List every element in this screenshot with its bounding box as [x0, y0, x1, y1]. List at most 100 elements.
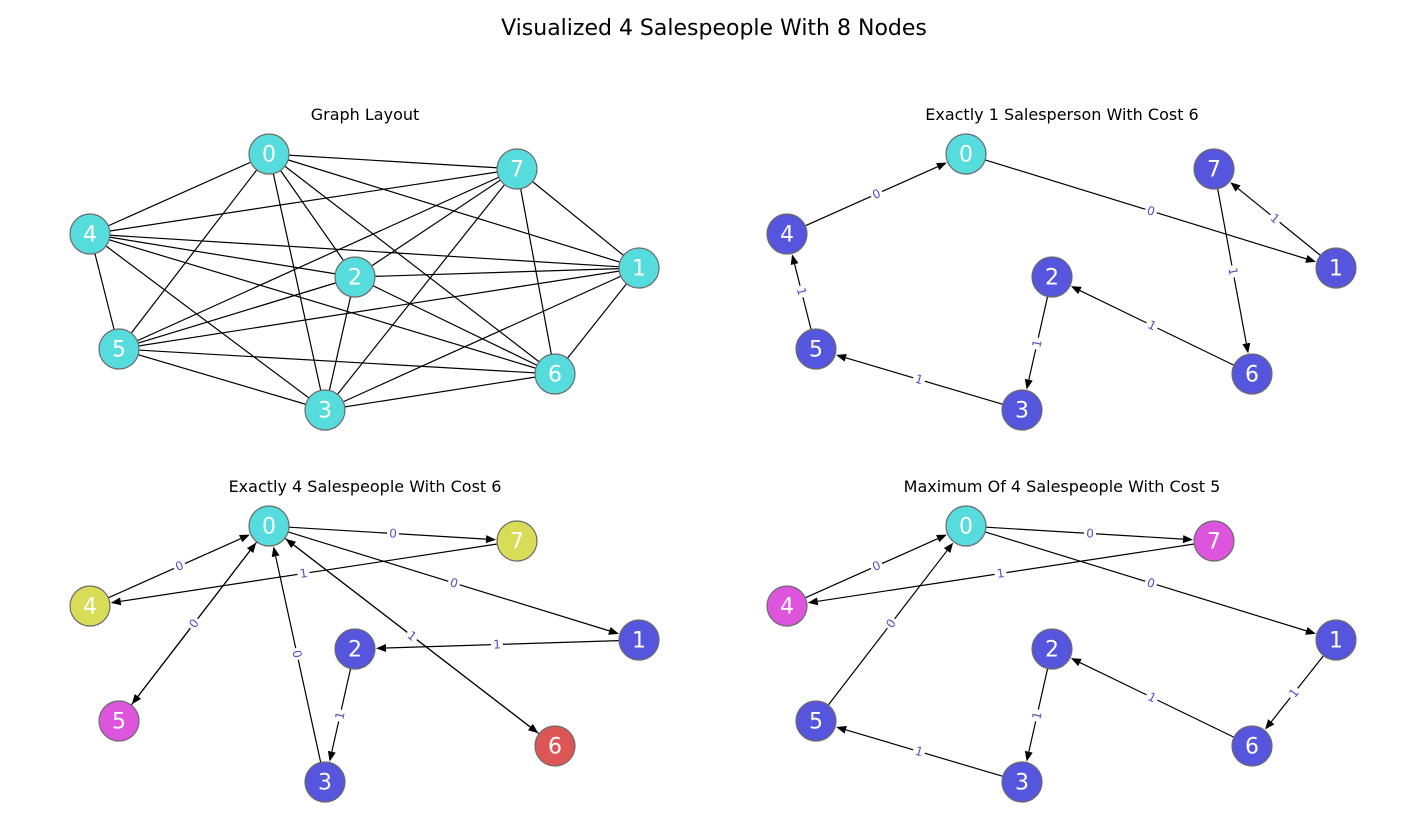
node-circle: [766, 213, 808, 255]
panel-title: Exactly 4 Salespeople With Cost 6: [229, 477, 502, 496]
node-label: 2: [1045, 638, 1059, 663]
node-label: 3: [1015, 399, 1029, 424]
edge-label-1-2: 1: [490, 636, 504, 653]
node-circle: [766, 585, 808, 627]
arrowhead-5-0: [943, 542, 954, 554]
node-0: 0: [248, 505, 290, 547]
edge-1-6: [554, 267, 640, 375]
node-6: 6: [534, 353, 576, 395]
node-label: 2: [348, 266, 362, 291]
node-label: 0: [262, 143, 276, 168]
panel-title: Exactly 1 Salesperson With Cost 6: [925, 105, 1198, 124]
edge-weight-label: 1: [913, 372, 924, 388]
node-0: 0: [945, 133, 987, 175]
edge-0-3: [268, 153, 326, 411]
node-4: 4: [766, 213, 808, 255]
node-5: 5: [98, 700, 140, 742]
edge-label-7-4: 1: [296, 564, 311, 583]
edge-weight-label: 1: [996, 566, 1006, 581]
edge-weight-label: 1: [1225, 266, 1240, 276]
edge-label-background: [1265, 208, 1285, 229]
node-7: 7: [496, 520, 538, 562]
edge-1-5: [118, 267, 640, 350]
node-label: 1: [1329, 257, 1343, 282]
node-5: 5: [795, 700, 837, 742]
node-circle: [1001, 389, 1043, 431]
edge-label-4-0: 0: [867, 184, 886, 204]
arrowhead-2-3: [1024, 378, 1033, 390]
edge-label-background: [1027, 707, 1047, 724]
edge-7-1: [516, 168, 640, 269]
edge-4-2: [89, 233, 356, 278]
node-1: 1: [1315, 247, 1357, 289]
node-label: 7: [510, 158, 524, 183]
node-label: 3: [318, 771, 332, 796]
node-circle: [618, 247, 660, 289]
node-circle: [1001, 761, 1043, 803]
edge-label-0-7: 0: [386, 525, 400, 542]
edge-label-4-0: 0: [170, 556, 189, 576]
node-1: 1: [618, 619, 660, 661]
node-label: 4: [780, 595, 794, 620]
edge-group: 0 1 1 1 1 1 1 0: [790, 159, 1321, 405]
edge-label-5-4: 1: [792, 283, 811, 300]
edge-2-1: [354, 267, 640, 278]
node-2: 2: [1031, 628, 1073, 670]
edge-label-background: [1224, 264, 1242, 279]
node-label: 2: [348, 638, 362, 663]
edge-label-background: [910, 742, 928, 761]
node-7: 7: [496, 148, 538, 190]
edge-4-1: [89, 233, 640, 269]
arrowhead-3-5: [836, 725, 847, 734]
node-circle: [248, 133, 290, 175]
edge-label-6-2: 1: [1143, 315, 1161, 336]
node-circle: [1031, 256, 1073, 298]
edge-weight-label: 0: [389, 526, 397, 540]
edge-weight-label: 1: [1029, 338, 1044, 349]
panel-title: Graph Layout: [311, 105, 420, 124]
node-label: 1: [632, 257, 646, 282]
edge-7-4: [89, 168, 518, 235]
edge-label-1-7: 1: [1265, 208, 1285, 229]
edge-label-background: [1083, 525, 1097, 542]
arrowhead-1-7: [1230, 182, 1241, 192]
edge-3-6: [324, 373, 556, 411]
edge-label-4-0: 0: [867, 556, 886, 576]
node-circle: [618, 619, 660, 661]
edge-label-0-1: 0: [1142, 201, 1160, 221]
edge-label-background: [1142, 201, 1160, 221]
panel-exactly-4-salespeople: Exactly 4 Salespeople With Cost 6 010011…: [69, 477, 660, 803]
panel-title: Maximum Of 4 Salespeople With Cost 5: [904, 477, 1221, 496]
node-label: 7: [1207, 530, 1221, 555]
arrowhead-4-0: [936, 534, 947, 543]
edge-label-background: [1143, 687, 1161, 708]
edge-label-3-5: 1: [910, 370, 928, 389]
node-6: 6: [1231, 725, 1273, 767]
node-4: 4: [69, 585, 111, 627]
node-5: 5: [98, 328, 140, 370]
node-circle: [1193, 520, 1235, 562]
node-circle: [1315, 247, 1357, 289]
edge-weight-label: 1: [794, 286, 809, 297]
node-3: 3: [304, 389, 346, 431]
edge-label-0-1: 0: [445, 573, 463, 593]
edge-weight-label: 1: [1029, 710, 1044, 721]
edge-label-background: [881, 613, 901, 634]
edge-1-3: [324, 267, 640, 411]
arrowhead-7-4: [110, 597, 122, 606]
arrowhead-2-3: [327, 750, 336, 762]
edge-label-background: [993, 564, 1008, 583]
edge-2-3: [324, 276, 356, 411]
node-circle: [334, 256, 376, 298]
edge-label-background: [867, 556, 886, 576]
edge-label-background: [910, 370, 928, 389]
edge-label-6-2: 1: [1143, 687, 1161, 708]
node-label: 5: [809, 338, 823, 363]
node-label: 0: [959, 143, 973, 168]
edge-label-0-7: 0: [1083, 525, 1097, 542]
node-circle: [534, 353, 576, 395]
node-label: 7: [1207, 158, 1221, 183]
edge-2-5: [118, 276, 356, 350]
